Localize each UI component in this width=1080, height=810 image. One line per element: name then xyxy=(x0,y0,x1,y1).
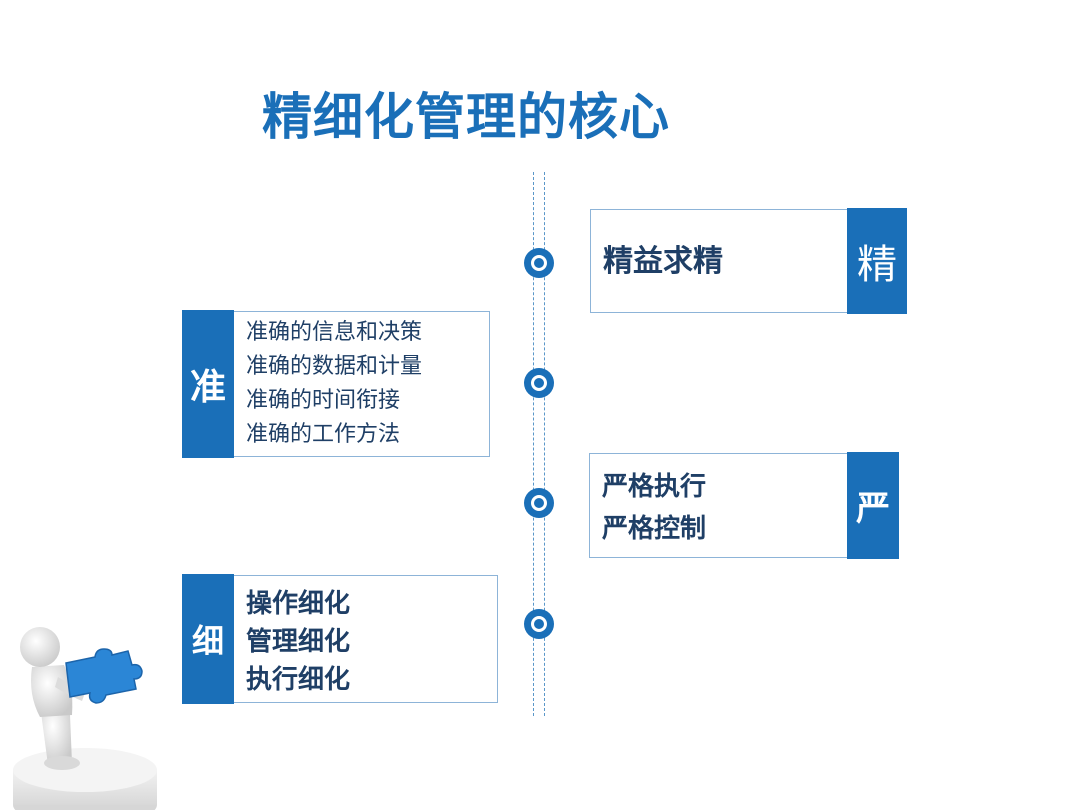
card-jing-text: 精益求精 xyxy=(603,245,723,279)
timeline-node-icon xyxy=(524,248,554,278)
card-yan-badge: 严 xyxy=(847,452,899,559)
card-line: 准确的信息和决策 xyxy=(246,320,423,345)
card-yan-text: 严格执行 严格控制 xyxy=(602,466,706,550)
card-xi-text: 操作细化 管理细化 执行细化 xyxy=(246,585,350,699)
card-xi-badge: 细 xyxy=(182,574,234,704)
card-zhun-text: 准确的信息和决策 准确的数据和计量 准确的时间衔接 准确的工作方法 xyxy=(246,316,422,452)
card-jing: 精益求精 精 xyxy=(590,208,907,314)
card-line: 严格控制 xyxy=(602,514,707,544)
card-line: 准确的时间衔接 xyxy=(246,388,401,413)
card-line: 管理细化 xyxy=(246,627,351,657)
card-yan: 严格执行 严格控制 严 xyxy=(589,452,899,559)
card-line: 精益求精 xyxy=(603,244,723,279)
card-line: 严格执行 xyxy=(602,472,707,502)
card-zhun: 准 准确的信息和决策 准确的数据和计量 准确的时间衔接 准确的工作方法 xyxy=(182,310,490,458)
timeline-node-icon xyxy=(524,609,554,639)
card-zhun-badge: 准 xyxy=(182,310,234,458)
timeline-dashed-line-left xyxy=(533,172,534,716)
timeline-node-icon xyxy=(524,488,554,518)
slide-title: 精细化管理的核心 xyxy=(262,88,670,146)
card-line: 准确的工作方法 xyxy=(246,422,401,447)
card-line: 执行细化 xyxy=(246,665,351,695)
timeline-dashed-line-right xyxy=(544,172,545,716)
card-xi: 细 操作细化 管理细化 执行细化 xyxy=(182,574,498,704)
card-line: 操作细化 xyxy=(246,589,351,619)
card-jing-badge: 精 xyxy=(847,208,907,314)
card-line: 准确的数据和计量 xyxy=(246,354,423,379)
person-puzzle-illustration-icon xyxy=(13,627,157,810)
timeline-node-icon xyxy=(524,368,554,398)
